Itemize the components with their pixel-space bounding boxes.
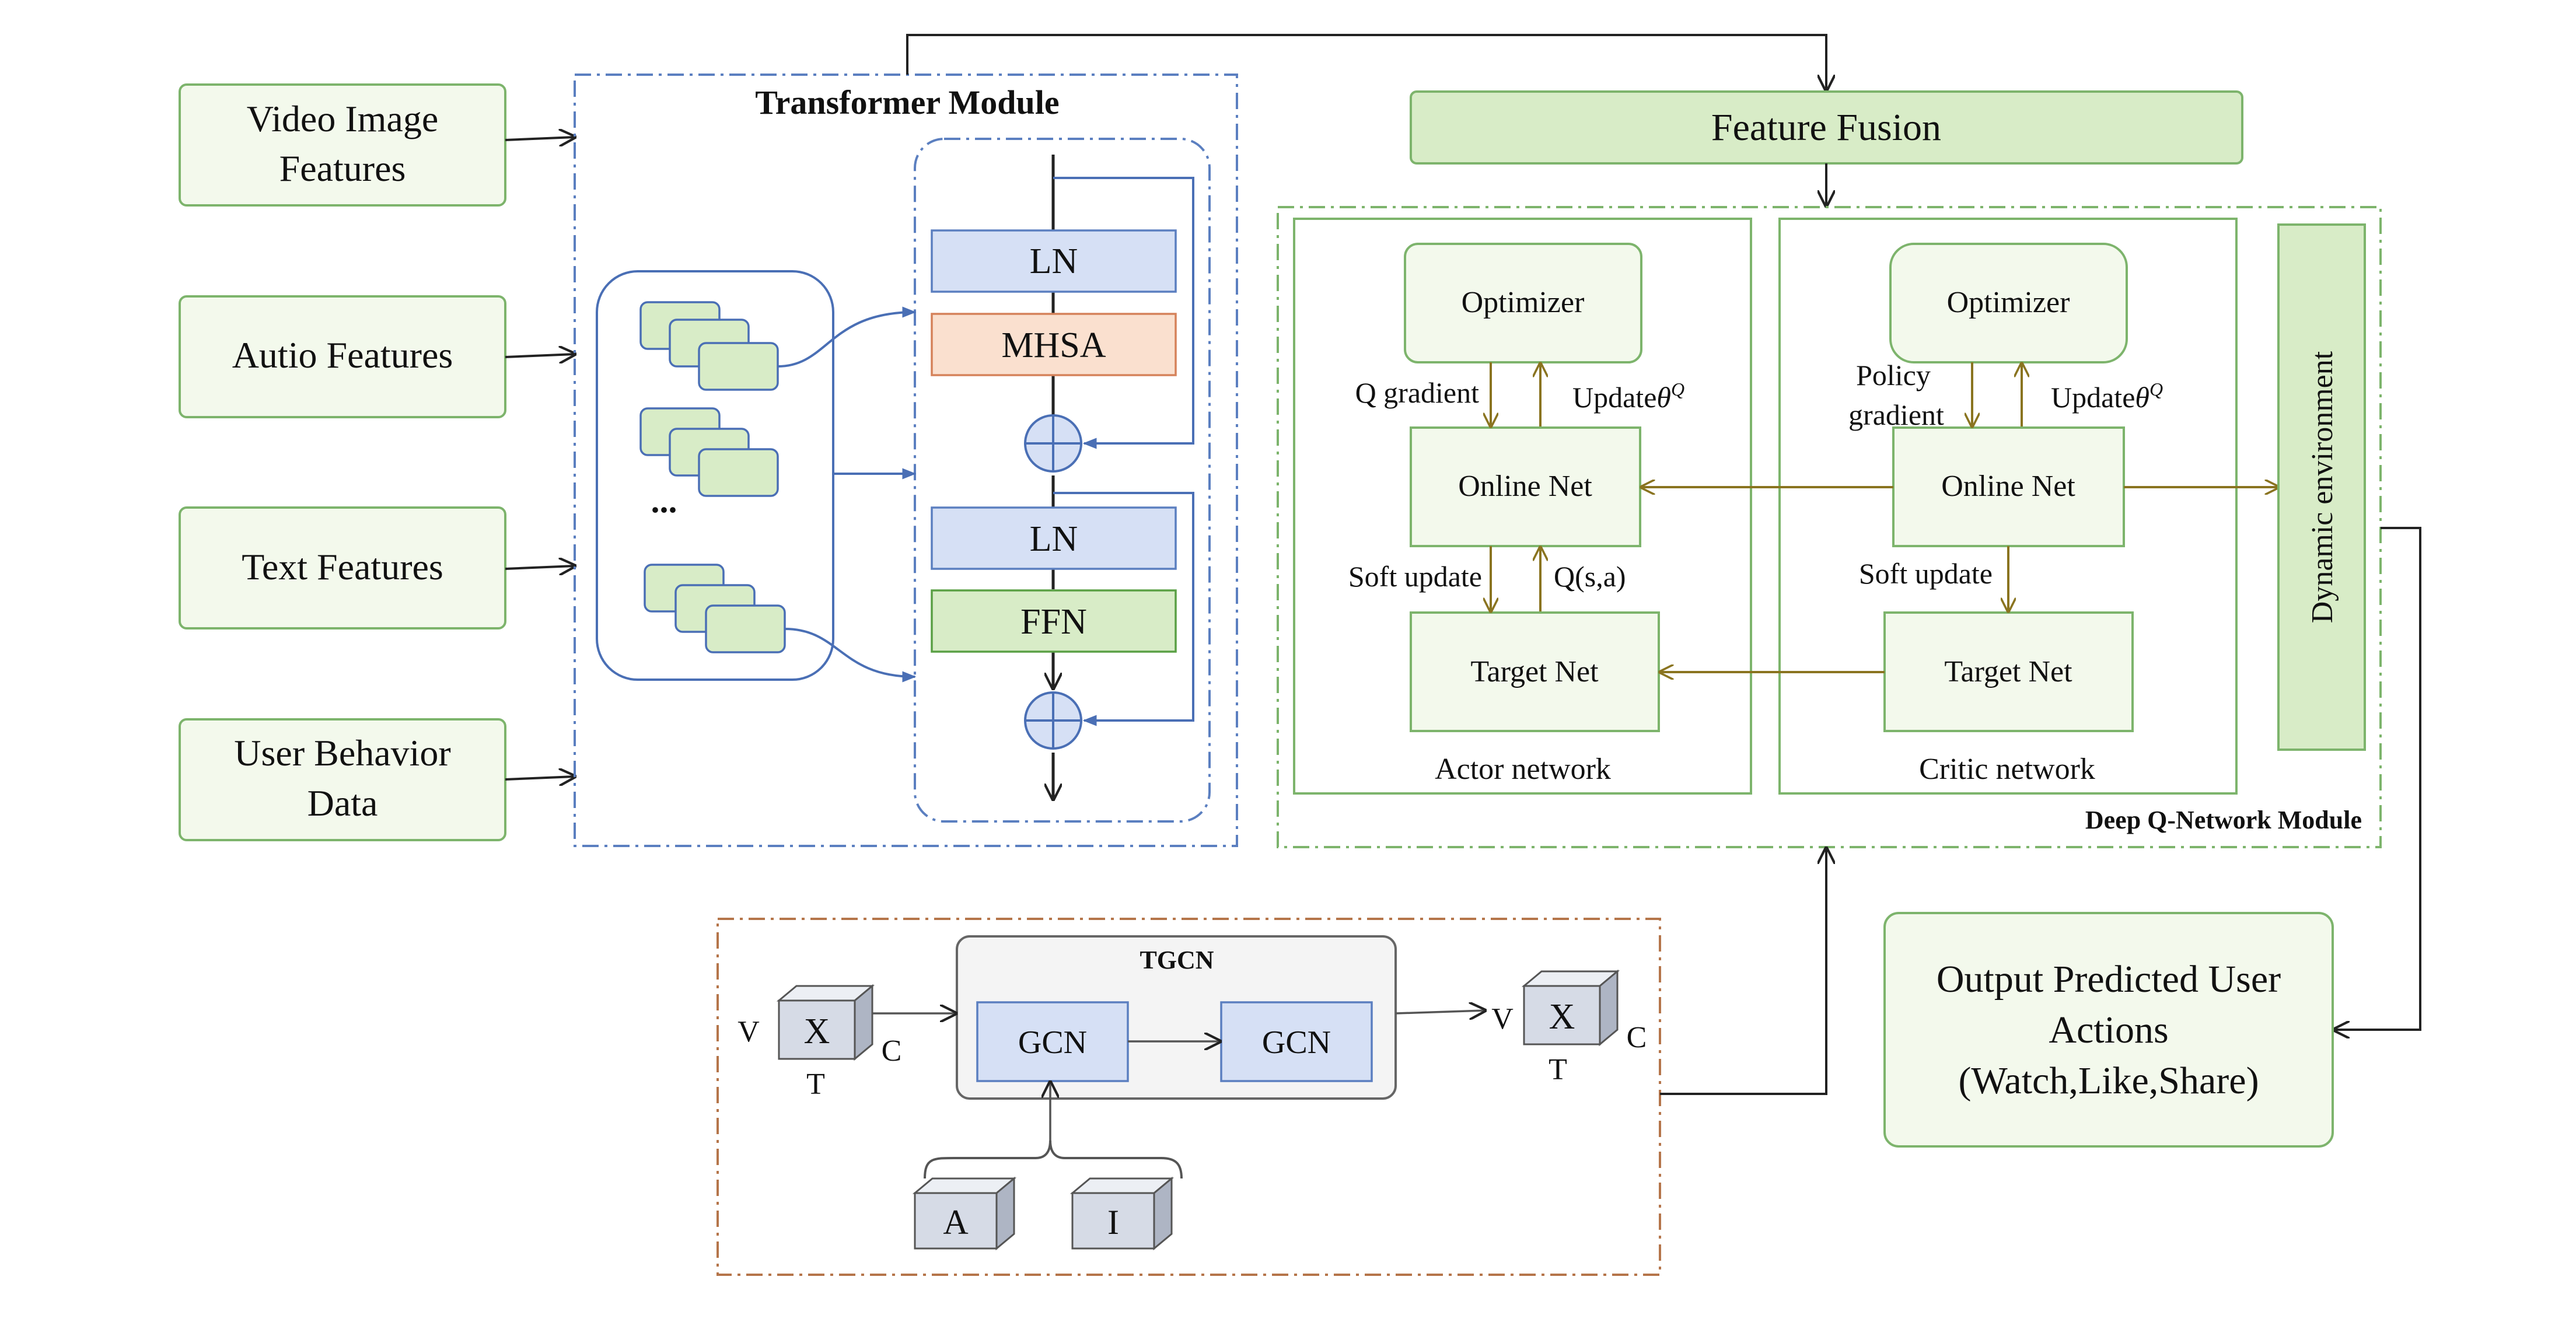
output-tensor-cube: X V C T	[1491, 969, 1647, 1086]
fusion-label: Feature Fusion	[1711, 106, 1941, 149]
environment-to-output-arrow	[2334, 527, 2421, 1030]
ffn-label: FFN	[1020, 602, 1087, 642]
gcn2-label: GCN	[1262, 1024, 1331, 1061]
tgcn-title: TGCN	[1140, 946, 1214, 974]
critic-online-net-box: Online Net	[1892, 426, 2125, 547]
video-image-features-box: Video Image Features	[179, 83, 506, 207]
input-cube-face: X	[804, 1012, 830, 1051]
environment-label: Dynamic environment	[2306, 351, 2339, 623]
text-label: Text Features	[242, 546, 443, 587]
input-arrows	[505, 137, 575, 779]
actor-update-word: Update	[1572, 381, 1656, 414]
actor-optimizer-box: Optimizer	[1404, 243, 1642, 363]
critic-network: Critic network Optimizer Online Net Targ…	[1778, 218, 2238, 795]
input-tensor-cube: X V C T	[738, 984, 902, 1101]
output-cube-t: T	[1549, 1053, 1567, 1086]
gcn1-label: GCN	[1018, 1024, 1087, 1061]
critic-policy-label-line2: gradient	[1848, 398, 1944, 431]
gcn-block-1: GCN	[976, 1001, 1129, 1082]
encoder-block: LN MHSA LN FFN	[777, 138, 1211, 823]
transformer-title: Transformer Module	[755, 83, 1059, 121]
adjacency-brace	[924, 1140, 1183, 1179]
actor-theta: θ	[1656, 381, 1671, 414]
output-line2: Actions	[2049, 1009, 2168, 1051]
tgcn-to-dqn-arrow	[1660, 848, 1826, 1095]
critic-update-word: Update	[2051, 381, 2135, 414]
critic-caption: Critic network	[1919, 753, 2095, 786]
dqn-title: Deep Q-Network Module	[2085, 806, 2362, 834]
user-label-line1: User Behavior	[234, 732, 450, 774]
feature-fusion-box: Feature Fusion	[1410, 90, 2243, 165]
layer-norm-1: LN	[931, 229, 1177, 293]
gcn-block-2: GCN	[1220, 1001, 1373, 1082]
dynamic-environment-box: Dynamic environment	[2277, 223, 2366, 751]
input-cube-c: C	[882, 1034, 902, 1068]
mhsa-block: MHSA	[931, 313, 1177, 376]
dqn-module: Deep Q-Network Module Actor network Opti…	[1277, 206, 2382, 848]
tgcn-to-cube-arrow	[1395, 1010, 1485, 1013]
critic-optimizer-label: Optimizer	[1947, 286, 2070, 319]
actor-theta-sup: Q	[1671, 379, 1684, 400]
ln2-label: LN	[1030, 519, 1078, 559]
ffn-block: FFN	[931, 589, 1177, 653]
audio-features-box: Autio Features	[179, 295, 506, 418]
user-label-line2: Data	[307, 782, 378, 824]
audio-label: Autio Features	[232, 334, 453, 376]
actor-target-net-box: Target Net	[1410, 611, 1660, 732]
token-stack-3	[644, 564, 786, 653]
tgcn-inner-box: TGCN GCN GCN	[956, 935, 1397, 1100]
critic-online-label: Online Net	[1941, 470, 2075, 503]
critic-policy-label-line1: Policy	[1856, 359, 1931, 391]
output-cube-face: X	[1549, 997, 1575, 1037]
token-ellipsis: ...	[651, 481, 677, 520]
video-label-line2: Features	[279, 148, 406, 189]
actor-update-label: UpdateθQ	[1572, 379, 1684, 414]
user-behavior-data-box: User Behavior Data	[179, 718, 506, 841]
video-label-line1: Video Image	[247, 98, 438, 139]
actor-online-net-box: Online Net	[1410, 426, 1641, 547]
critic-target-label: Target Net	[1944, 655, 2072, 688]
cube-a-label: A	[943, 1203, 968, 1241]
output-cube-v: V	[1491, 1002, 1514, 1036]
residual-add-2	[1024, 691, 1082, 750]
actor-target-label: Target Net	[1470, 655, 1599, 688]
input-cube-v: V	[738, 1015, 760, 1048]
mhsa-label: MHSA	[1001, 326, 1106, 365]
identity-cube-i: I	[1069, 1176, 1175, 1251]
output-box: Output Predicted User Actions (Watch,Lik…	[1883, 912, 2334, 1148]
layer-norm-2: LN	[931, 506, 1177, 570]
critic-target-net-box: Target Net	[1883, 611, 2134, 732]
input-features: Video Image Features Autio Features Text…	[179, 83, 575, 841]
transformer-module: Transformer Module ...	[574, 74, 1238, 847]
text-features-box: Text Features	[179, 506, 506, 629]
output-cube-c: C	[1627, 1021, 1647, 1054]
transformer-to-fusion-arrow	[906, 34, 1826, 90]
output-line1: Output Predicted User	[1937, 958, 2281, 1001]
tgcn-module: TGCN GCN GCN X V C T X	[716, 918, 1661, 1276]
critic-soft-update-label: Soft update	[1859, 557, 1993, 590]
token-stack-1	[639, 301, 779, 391]
adjacency-cube-a: A	[912, 1176, 1017, 1251]
token-group: ...	[596, 270, 834, 681]
cube-i-label: I	[1107, 1203, 1119, 1241]
dqn-cross-arrows	[1641, 487, 2278, 672]
ln1-label: LN	[1030, 242, 1078, 281]
input-cube-t: T	[806, 1068, 825, 1101]
output-line3: (Watch,Like,Share)	[1958, 1059, 2259, 1102]
actor-q-gradient-label: Q gradient	[1355, 376, 1480, 409]
critic-update-label: UpdateθQ	[2051, 379, 2163, 414]
critic-theta: θ	[2135, 381, 2149, 414]
actor-online-label: Online Net	[1458, 470, 1592, 503]
actor-network: Actor network Optimizer Online Net Targe…	[1293, 218, 1752, 795]
actor-qsa-label: Q(s,a)	[1554, 560, 1626, 593]
actor-optimizer-label: Optimizer	[1462, 286, 1585, 319]
critic-theta-sup: Q	[2149, 379, 2163, 400]
critic-optimizer-box: Optimizer	[1889, 243, 2128, 363]
actor-caption: Actor network	[1435, 753, 1611, 786]
actor-soft-update-label: Soft update	[1348, 560, 1482, 593]
residual-add-1	[1024, 414, 1082, 473]
token-stack-2	[639, 407, 779, 497]
